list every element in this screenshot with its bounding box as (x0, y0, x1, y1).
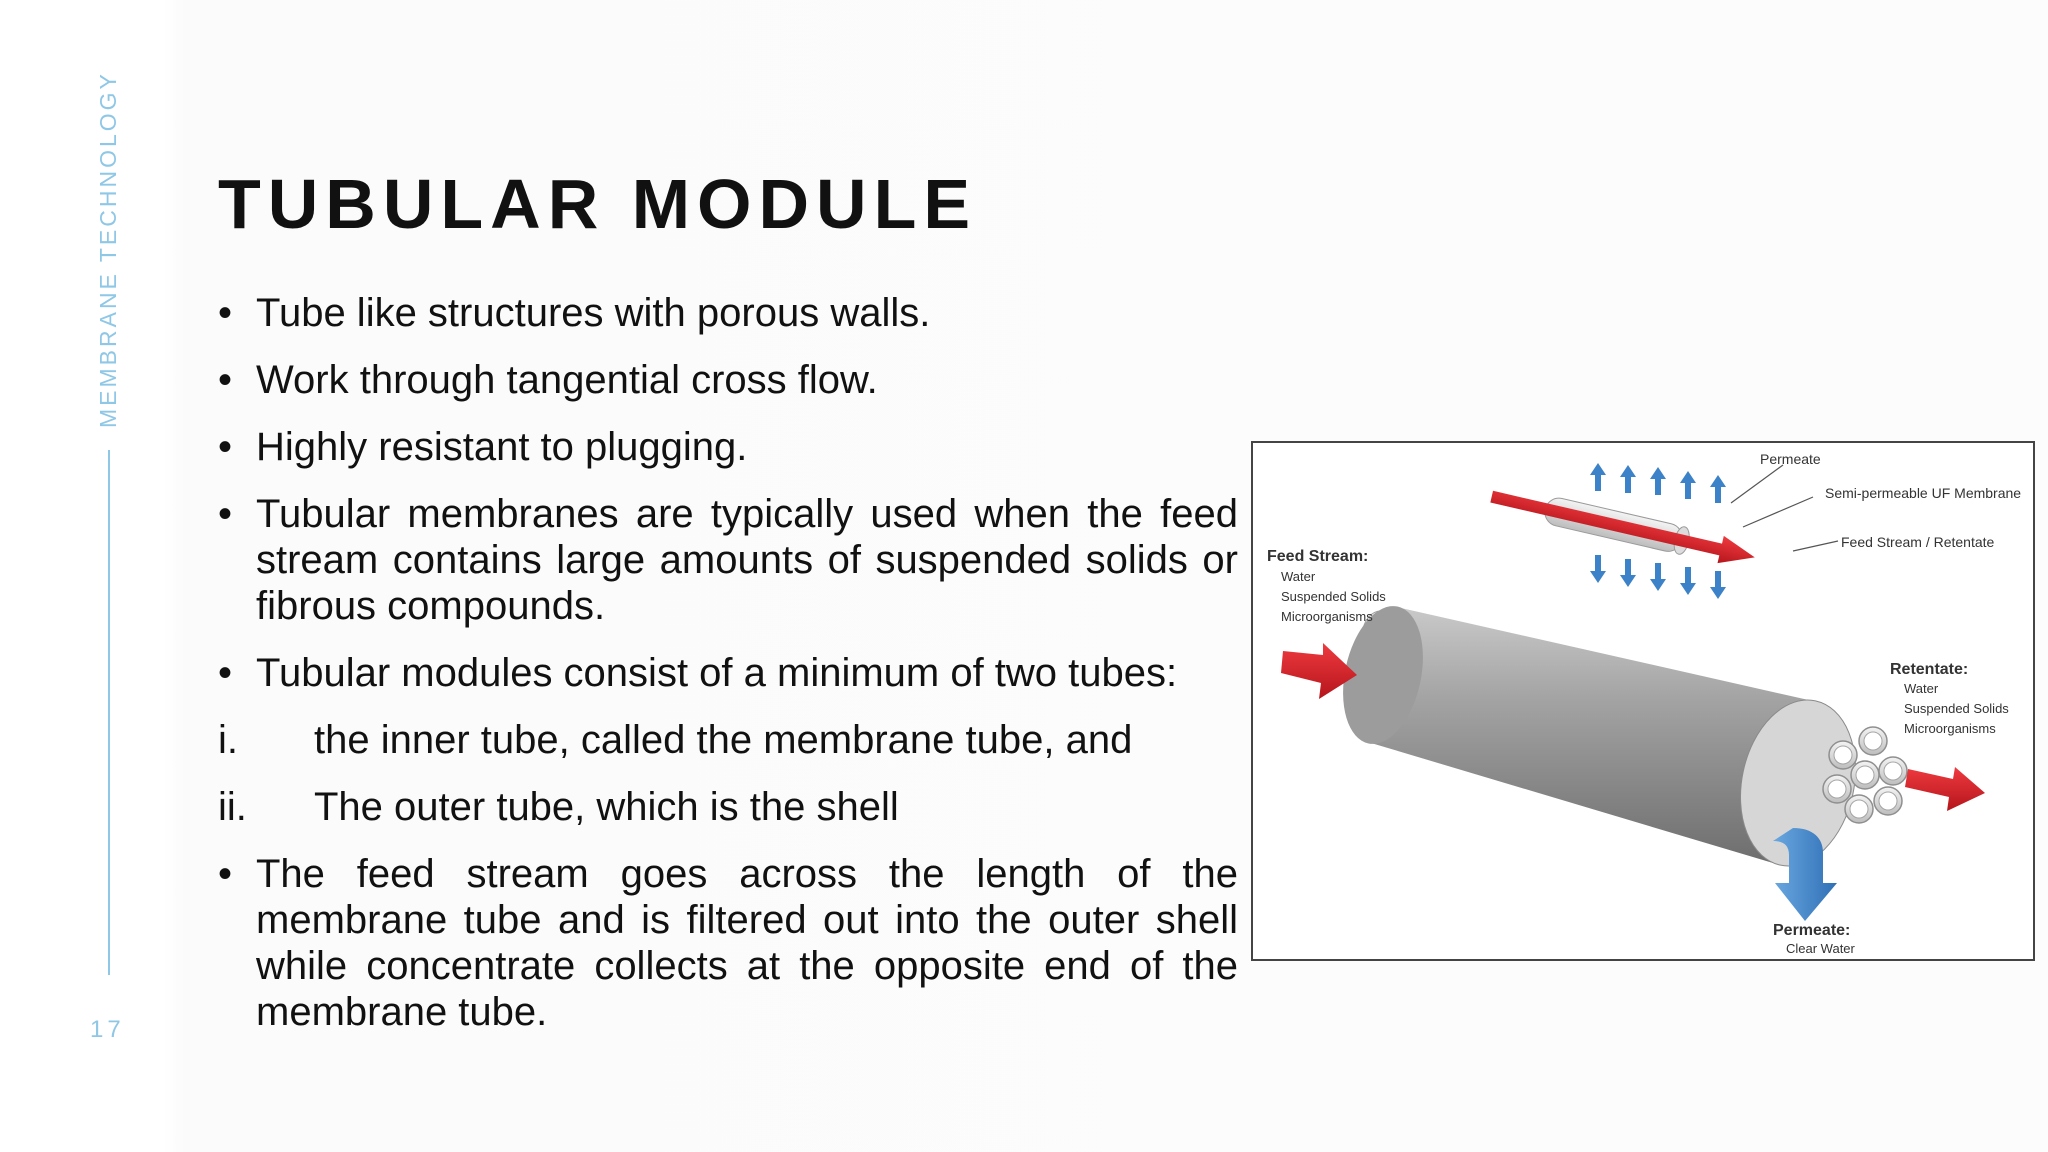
bullet-marker: • (218, 358, 233, 402)
section-title-vertical: MEMBRANE TECHNOLOGY (95, 71, 121, 428)
bullet-item: • Tubular membranes are typically used w… (218, 491, 1238, 629)
retentate-legend: Retentate: Water Suspended Solids Microo… (1890, 661, 2009, 736)
numbered-text: the inner tube, called the membrane tube… (314, 718, 1133, 762)
bullet-item: • Tubular modules consist of a minimum o… (218, 650, 1238, 696)
tubular-module-shell (1343, 606, 1908, 867)
retentate-item: Water (1904, 681, 1939, 696)
bullet-item: • The feed stream goes across the length… (218, 851, 1238, 1035)
permeate-title: Permeate: (1773, 922, 1850, 939)
numbered-item: i. the inner tube, called the membrane t… (218, 717, 1238, 763)
uf-membrane-label: Semi-permeable UF Membrane (1825, 485, 2021, 501)
bullet-text: Work through tangential cross flow. (256, 358, 878, 402)
retentate-title: Retentate: (1890, 661, 1968, 678)
bullet-text: The feed stream goes across the length o… (256, 852, 1238, 1034)
shell-back-end (1343, 606, 1423, 744)
leader-lines (1730, 464, 1839, 552)
shell-body (1371, 608, 1813, 863)
retentate-outlet-arrow (1905, 767, 1985, 811)
bullet-marker: • (218, 425, 233, 469)
bullet-marker: • (218, 291, 233, 335)
inner-tube-holes (1827, 731, 1903, 819)
diagram-canvas: Permeate Semi-permeable UF Membrane Feed… (1267, 451, 2021, 956)
membrane-detail (1490, 463, 1839, 599)
bullet-list: • Tube like structures with porous walls… (218, 290, 1238, 1056)
feed-arrow-small (1490, 490, 1755, 564)
bullet-text: Highly resistant to plugging. (256, 425, 748, 469)
bullet-marker: • (218, 852, 233, 896)
section-divider-line (108, 450, 110, 975)
page-number: 17 (90, 1016, 125, 1043)
bullet-marker: • (218, 651, 233, 695)
roman-marker: ii. (218, 785, 247, 829)
bullet-item: • Work through tangential cross flow. (218, 357, 1238, 403)
tubular-module-diagram: Permeate Semi-permeable UF Membrane Feed… (1251, 441, 2035, 961)
bullet-marker: • (218, 492, 233, 536)
feed-stream-item: Suspended Solids (1281, 589, 1386, 604)
retentate-item: Suspended Solids (1904, 701, 2009, 716)
permeate-legend: Permeate: Clear Water (1773, 922, 1856, 956)
numbered-item: ii. The outer tube, which is the shell (218, 784, 1238, 830)
feed-stream-title: Feed Stream: (1267, 548, 1368, 565)
bullet-text: Tubular modules consist of a minimum of … (256, 651, 1178, 695)
slide-title: TUBULAR MODULE (218, 165, 978, 243)
bullet-item: • Highly resistant to plugging. (218, 424, 1238, 470)
roman-marker: i. (218, 718, 238, 762)
feed-stream-legend: Feed Stream: Water Suspended Solids Micr… (1267, 548, 1386, 624)
permeate-outlet-arrow (1773, 828, 1837, 921)
bullet-text: Tube like structures with porous walls. (256, 291, 931, 335)
permeate-item: Clear Water (1786, 941, 1856, 956)
permeate-up-arrows (1590, 463, 1726, 503)
shell-front-opening (1740, 699, 1856, 867)
permeate-top-label: Permeate (1760, 451, 1821, 467)
bullet-text: Tubular membranes are typically used whe… (256, 492, 1238, 628)
numbered-text: The outer tube, which is the shell (314, 785, 899, 829)
feed-retentate-label: Feed Stream / Retentate (1841, 534, 1995, 550)
permeate-down-arrows (1590, 555, 1726, 599)
bullet-item: • Tube like structures with porous walls… (218, 290, 1238, 336)
feed-stream-item: Microorganisms (1281, 609, 1373, 624)
retentate-item: Microorganisms (1904, 721, 1996, 736)
feed-inlet-arrow (1281, 643, 1357, 699)
feed-stream-item: Water (1281, 569, 1316, 584)
